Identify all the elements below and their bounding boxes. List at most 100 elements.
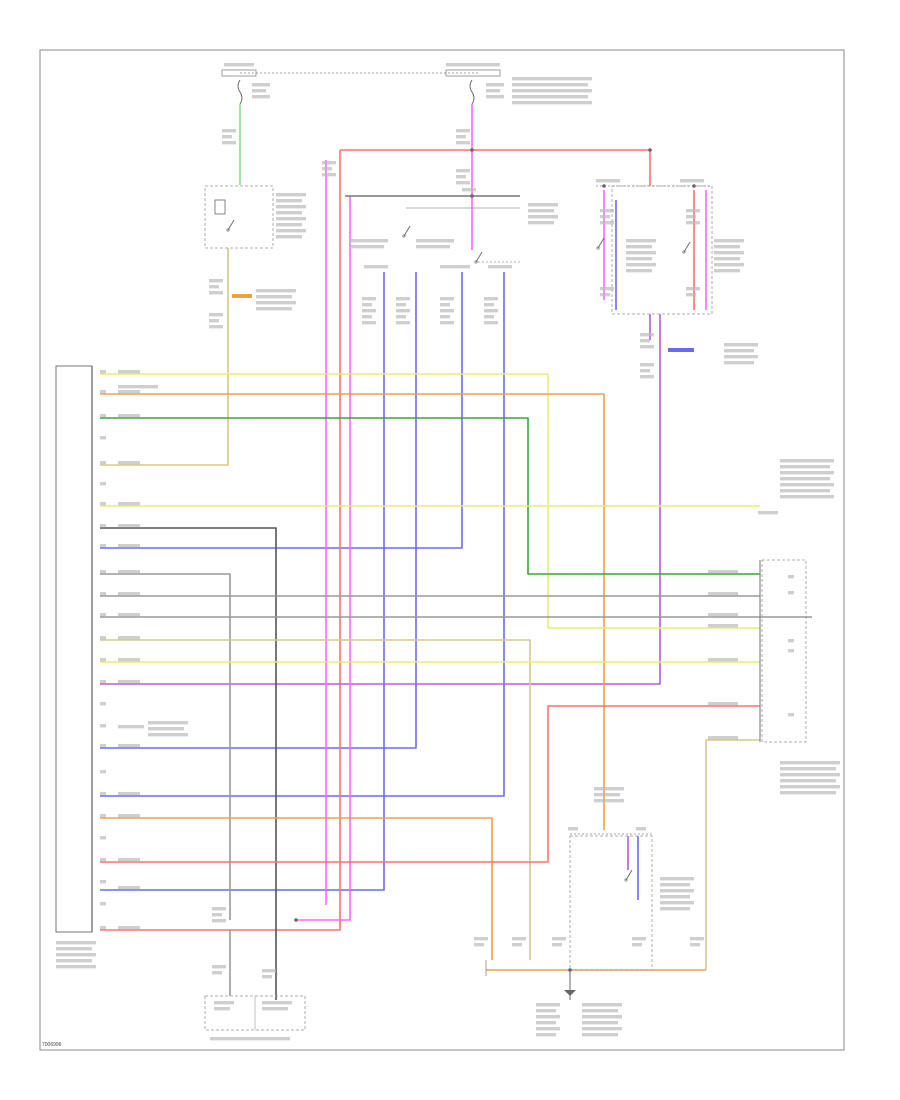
wire-tan-row-13 — [100, 639, 531, 960]
row-wire-code-9 — [118, 613, 140, 617]
row-pin-23 — [100, 880, 106, 884]
wire-code-sw-b-line — [396, 321, 410, 325]
row-ref-note-line — [148, 733, 188, 737]
fuse-left-rating-line — [252, 89, 266, 93]
wire-code-brake-out-line — [640, 345, 654, 349]
wire-code-sw-a-line — [362, 297, 376, 301]
sensor-bottom-label-line — [780, 761, 840, 765]
row-pin-20 — [100, 814, 106, 818]
ground-label-left-line — [536, 1027, 560, 1031]
row-pin-10 — [100, 592, 106, 596]
wire-code-sw-c-line — [440, 297, 454, 301]
wire-code-red-top-line — [322, 161, 336, 165]
bottom-switch-left-label-line — [214, 1007, 230, 1011]
switch-label-line — [528, 221, 554, 225]
ground-label-right-line — [582, 1015, 622, 1019]
sensor-bottom-label-line — [780, 785, 840, 789]
relay-label-line — [276, 199, 302, 203]
brake-switch-a-label-line — [626, 245, 652, 249]
brake-switch-a-label-line — [626, 239, 656, 243]
ground-wire-code-2-line — [552, 943, 562, 947]
wire-code-sw-b-line — [396, 303, 406, 307]
sensor-bottom-label-line — [780, 773, 840, 777]
row-wire-code-4 — [118, 502, 140, 506]
clutch-pin-right — [636, 827, 646, 831]
row-ref-note-line — [148, 727, 184, 731]
sensor-bottom-label-line — [780, 791, 836, 795]
fuse-left-heading — [224, 63, 254, 67]
switch-contact-1-contact — [402, 234, 406, 238]
labels — [56, 63, 840, 1041]
wire-code-brake-1-line — [600, 221, 614, 225]
wire-code-right-mid-line — [456, 181, 470, 185]
row-pin-3 — [100, 436, 106, 440]
ground-wire-code-0-line — [474, 937, 488, 941]
row-pin-11 — [100, 613, 106, 617]
wire-code-bottom-1-line — [212, 919, 226, 923]
wires — [100, 104, 812, 1000]
row-pin-21 — [100, 836, 106, 840]
wire-code-bottom-2-line — [212, 965, 226, 969]
sensor-bottom-label-line — [780, 767, 836, 771]
row-pin-1 — [100, 390, 106, 394]
clutch-switch-label-line — [660, 883, 690, 887]
sensor-wire-code-6 — [708, 736, 738, 740]
row-wire-code-8 — [118, 592, 140, 596]
switch-pos-2-line — [416, 245, 450, 249]
row-pin-6 — [100, 502, 106, 506]
wire-code-bottom-3-line — [262, 975, 272, 979]
switch-pos-1-line — [350, 245, 384, 249]
sensor-top-label-line — [780, 489, 830, 493]
row-wire-code-0 — [118, 370, 140, 374]
row-wire-code-10 — [118, 636, 140, 640]
wire-code-red-top-line — [322, 173, 336, 177]
wire-code-sw-b-line — [396, 297, 410, 301]
fuse-right-heading — [446, 63, 500, 67]
wire-code-sw-a-line — [362, 315, 372, 319]
brake-switch-a — [597, 237, 605, 249]
row-wire-code-11 — [118, 658, 140, 662]
row-pin-18 — [100, 770, 106, 774]
wire-code-relay-out-line — [209, 279, 223, 283]
junction-dot-2 — [692, 184, 696, 188]
row-pin-13 — [100, 658, 106, 662]
cruise-control-module — [55, 365, 93, 933]
relay-component — [204, 185, 274, 249]
ground-wire-code-4-line — [690, 937, 704, 941]
brake-ref-note-line — [724, 343, 758, 347]
wire-blue-switch-d — [100, 272, 505, 797]
wire-code-sw-c-line — [440, 309, 454, 313]
row-wire-code-13 — [118, 744, 140, 748]
row-wire-code-3 — [118, 461, 140, 465]
wire-code-bottom-1-line — [212, 907, 226, 911]
wire-gray-row-10 — [100, 573, 231, 920]
ground-label-right-line — [582, 1003, 622, 1007]
brake-switch-b-contact — [682, 250, 686, 254]
row-wire-code-12 — [118, 680, 140, 684]
clutch-switch-component — [569, 835, 653, 971]
wire-code-right-top-line — [456, 129, 470, 133]
row-pin-5 — [100, 482, 106, 486]
wire-code-bottom-1-line — [212, 913, 222, 917]
wire-code-brake-3-line — [600, 287, 614, 291]
fuse-left-rating-line — [252, 83, 270, 87]
brake-switch-b-label-line — [714, 245, 740, 249]
wire-code-sw-d-line — [484, 303, 494, 307]
wire-code-sw-c-line — [440, 315, 450, 319]
relay-label-line — [276, 229, 306, 233]
row-pin-9 — [100, 570, 106, 574]
ground-label-right-line — [582, 1009, 618, 1013]
sensor-bottom-label-line — [780, 779, 836, 783]
clutch-switch-label-line — [660, 907, 690, 911]
brake-switch-component — [611, 185, 713, 315]
clutch-ref-note-line — [594, 793, 620, 797]
wire-red-main — [100, 150, 341, 931]
wire-code-brake-2-line — [686, 209, 700, 213]
wire-code-brake-out-line — [640, 339, 650, 343]
switch-contact-1 — [403, 225, 411, 237]
sensor-pin-4 — [788, 713, 794, 717]
relay-ref-note-line — [256, 301, 296, 305]
relay-label-line — [276, 211, 302, 215]
row-wire-code-14 — [118, 792, 140, 796]
